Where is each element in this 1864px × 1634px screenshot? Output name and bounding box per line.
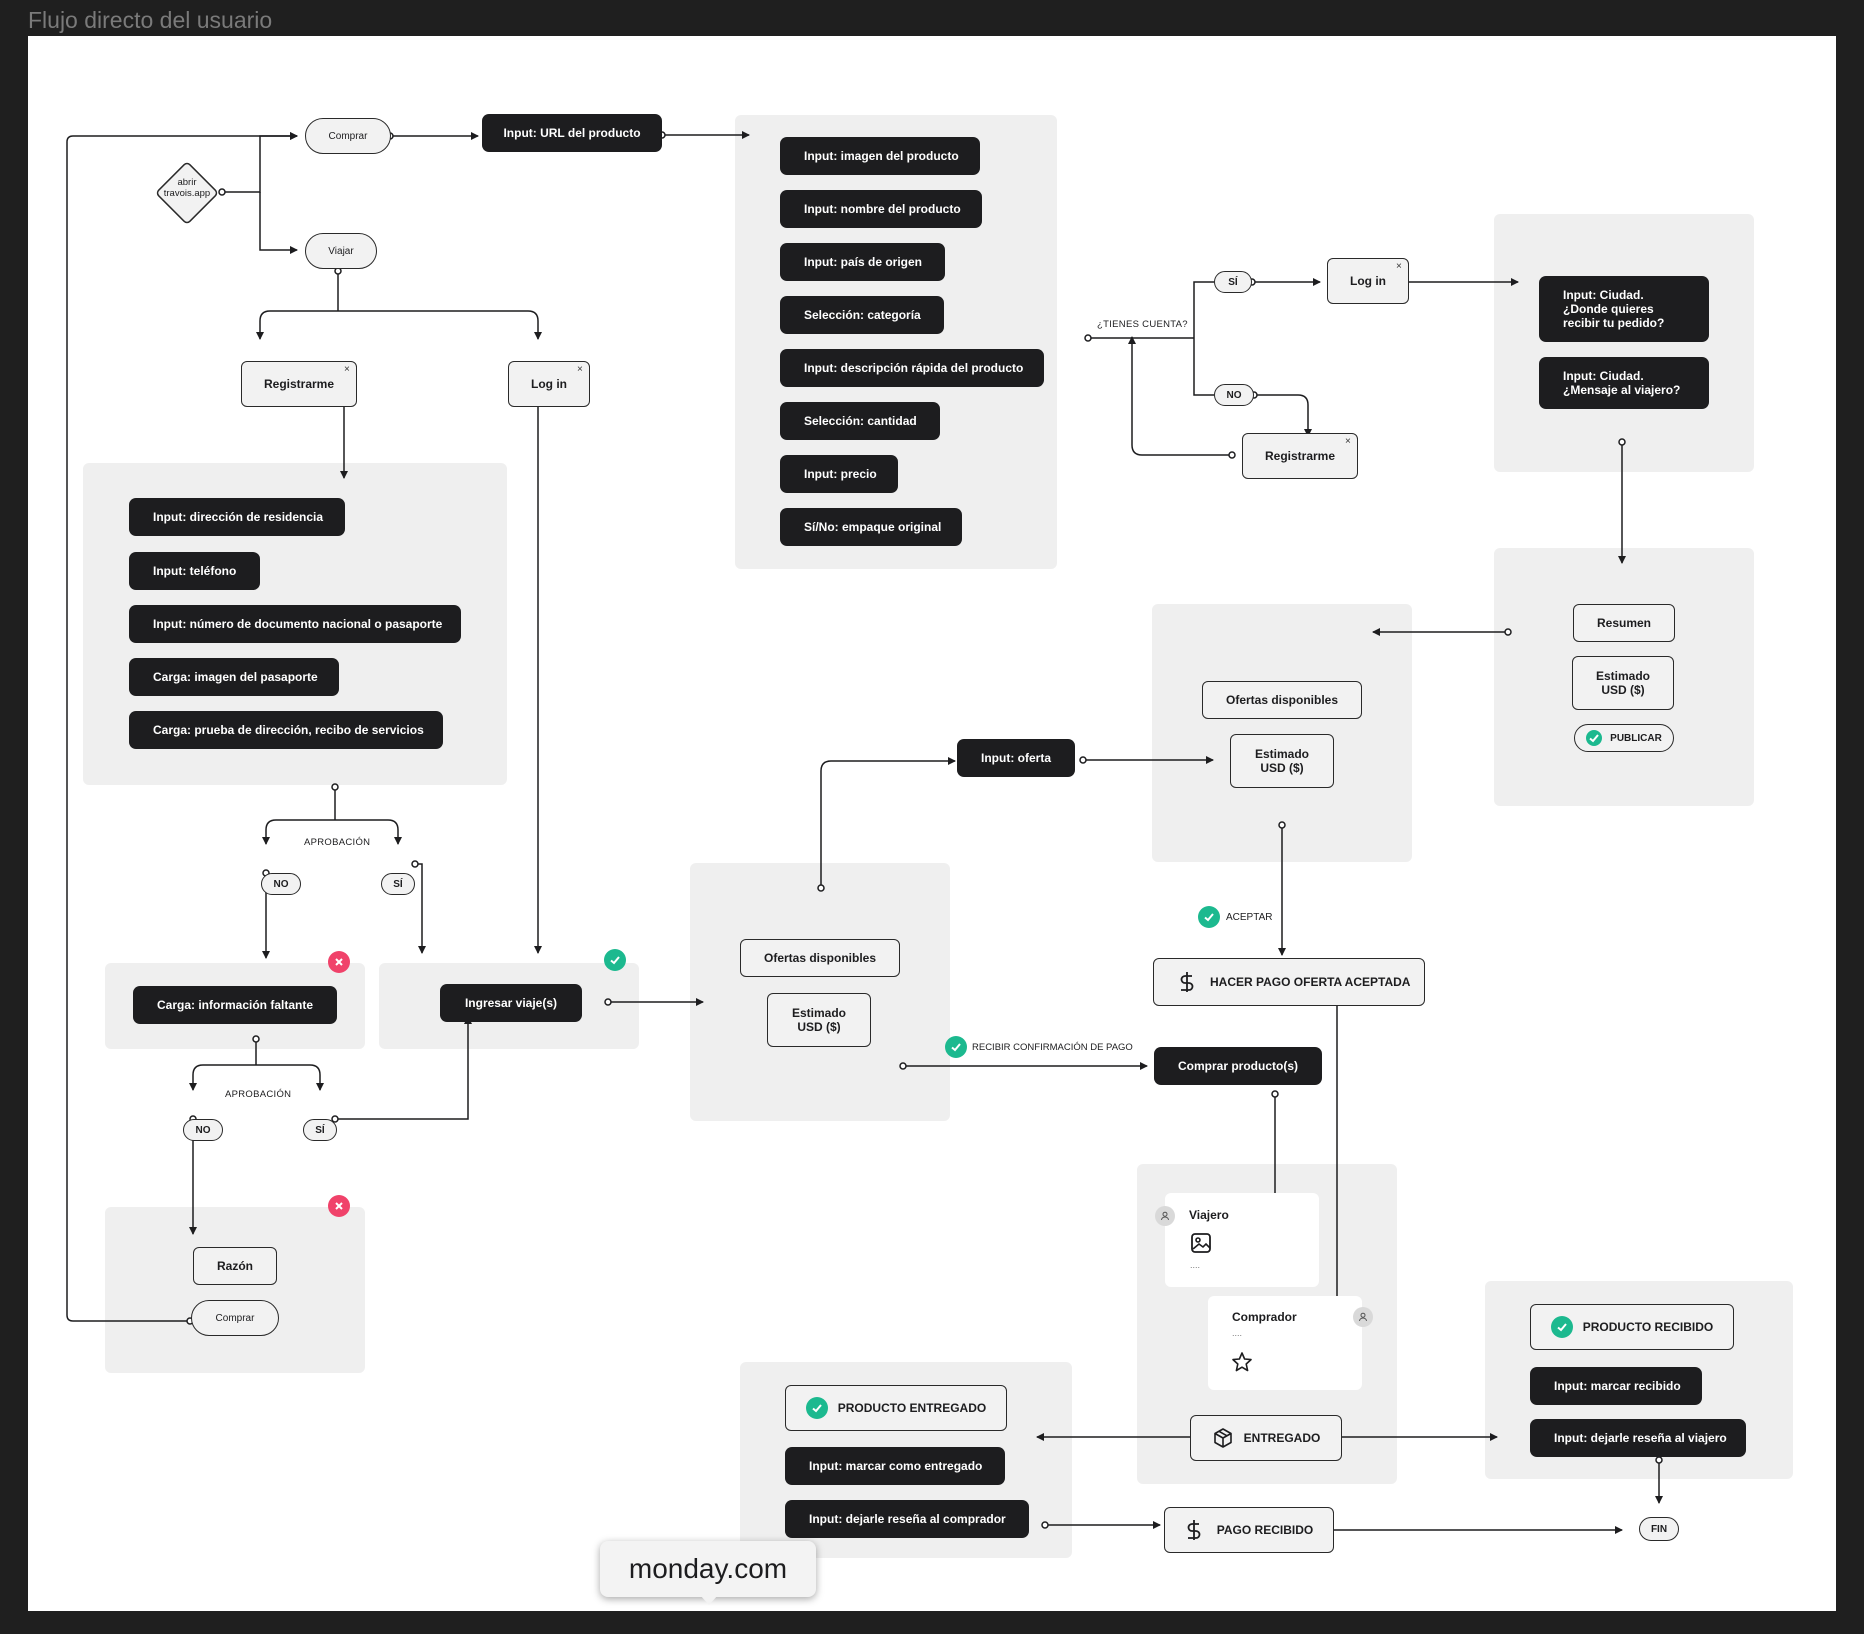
traveler-input-document[interactable]: Input: número de documento nacional o pa… [129, 605, 461, 643]
razon-button[interactable]: Razón [193, 1247, 277, 1285]
publicar-button[interactable]: PUBLICAR [1574, 724, 1674, 752]
no-pill-approval-2[interactable]: NO [183, 1119, 223, 1141]
traveler-input-phone[interactable]: Input: teléfono [129, 552, 260, 590]
login-button-traveler[interactable]: Log in [508, 361, 590, 407]
recibir-confirmacion-label: RECIBIR CONFIRMACIÓN DE PAGO [945, 1036, 1133, 1058]
producto-entregado-badge: PRODUCTO ENTREGADO [785, 1385, 1007, 1431]
fin-pill[interactable]: FIN [1639, 1517, 1679, 1541]
resumen-button[interactable]: Resumen [1573, 604, 1675, 642]
carga-faltante-node[interactable]: Carga: información faltante [133, 986, 337, 1024]
reject-icon [328, 951, 350, 973]
producto-entregado-label: PRODUCTO ENTREGADO [837, 1401, 987, 1415]
no-pill-approval[interactable]: NO [261, 873, 301, 895]
check-icon [604, 949, 626, 971]
traveler-upload-proof[interactable]: Carga: prueba de dirección, recibo de se… [129, 711, 443, 749]
registrarme-button-buyer[interactable]: Registrarme [1242, 433, 1358, 479]
group-razon [105, 1207, 365, 1373]
aprobacion-label: APROBACIÓN [304, 837, 371, 848]
close-icon[interactable]: × [577, 364, 583, 375]
reject-icon [328, 1195, 350, 1217]
close-icon[interactable]: × [1345, 436, 1351, 447]
product-input-description[interactable]: Input: descripción rápida del producto [780, 349, 1044, 387]
producto-recibido-label: PRODUCTO RECIBIDO [1582, 1320, 1714, 1334]
product-input-price[interactable]: Input: precio [780, 455, 898, 493]
page-title: Flujo directo del usuario [28, 7, 273, 33]
si-pill-approval-2[interactable]: SÍ [303, 1119, 337, 1141]
product-input-image[interactable]: Input: imagen del producto [780, 137, 980, 175]
si-pill-account[interactable]: SÍ [1214, 271, 1252, 293]
comprador-label: Comprador [1232, 1310, 1297, 1324]
pago-recibido-button[interactable]: PAGO RECIBIDO [1164, 1507, 1334, 1553]
viajero-dots: .... [1190, 1260, 1201, 1270]
comprador-card [1208, 1296, 1362, 1390]
viajero-label: Viajero [1189, 1208, 1229, 1222]
login-button-buyer[interactable]: Log in [1327, 258, 1409, 304]
ofertas-disponibles-left[interactable]: Ofertas disponibles [740, 939, 900, 977]
ciudad-mensaje-input[interactable]: Input: Ciudad.¿Mensaje al viajero? [1539, 357, 1709, 409]
marcar-recibido-input[interactable]: Input: marcar recibido [1530, 1367, 1702, 1405]
image-icon [1191, 1233, 1211, 1253]
close-icon[interactable]: × [1396, 261, 1402, 272]
input-oferta-node[interactable]: Input: oferta [957, 739, 1075, 777]
traveler-input-address[interactable]: Input: dirección de residencia [129, 498, 345, 536]
comprar-pill[interactable]: Comprar [305, 118, 391, 154]
comprar-pill-bottom[interactable]: Comprar [191, 1300, 279, 1336]
entregado-button[interactable]: ENTREGADO [1190, 1415, 1342, 1461]
product-select-category[interactable]: Selección: categoría [780, 296, 944, 334]
url-input-node[interactable]: Input: URL del producto [482, 114, 662, 152]
hacer-pago-button[interactable]: HACER PAGO OFERTA ACEPTADA [1153, 958, 1425, 1006]
viajar-pill[interactable]: Viajar [305, 233, 377, 269]
resena-comprador-input[interactable]: Input: dejarle reseña al comprador [785, 1500, 1029, 1538]
entregado-label: ENTREGADO [1243, 1431, 1321, 1445]
check-icon [805, 1397, 828, 1419]
resena-viajero-input[interactable]: Input: dejarle reseña al viajero [1530, 1419, 1746, 1457]
product-yesno-packaging[interactable]: Sí/No: empaque original [780, 508, 962, 546]
group-ofertas-left [690, 863, 950, 1121]
check-icon [1198, 906, 1220, 928]
package-icon [1213, 1428, 1232, 1448]
product-input-country[interactable]: Input: país de origen [780, 243, 945, 281]
comprador-dots: .... [1232, 1328, 1243, 1338]
group-product-inputs [735, 115, 1057, 569]
user-icon [1155, 1206, 1175, 1226]
aceptar-label: ACEPTAR [1198, 906, 1273, 928]
check-icon [1586, 730, 1603, 746]
ofertas-disponibles-right[interactable]: Ofertas disponibles [1202, 681, 1362, 719]
star-icon [1232, 1352, 1252, 1372]
producto-recibido-badge: PRODUCTO RECIBIDO [1530, 1304, 1734, 1350]
pago-recibido-label: PAGO RECIBIDO [1216, 1523, 1314, 1537]
tooltip-arrow [700, 1595, 718, 1605]
user-icon [1353, 1307, 1373, 1327]
monday-tooltip[interactable]: monday.com [600, 1541, 816, 1597]
start-diamond[interactable] [148, 154, 226, 232]
dollar-icon [1180, 972, 1194, 992]
marcar-entregado-input[interactable]: Input: marcar como entregado [785, 1447, 1005, 1485]
check-icon [1550, 1316, 1573, 1338]
product-select-quantity[interactable]: Selección: cantidad [780, 402, 940, 440]
traveler-upload-passport[interactable]: Carga: imagen del pasaporte [129, 658, 339, 696]
group-ofertas-right [1152, 604, 1412, 862]
check-icon [945, 1036, 967, 1058]
product-input-name[interactable]: Input: nombre del producto [780, 190, 982, 228]
viajero-card [1165, 1193, 1319, 1287]
si-pill-approval[interactable]: SÍ [381, 873, 415, 895]
close-icon[interactable]: × [344, 364, 350, 375]
publicar-label: PUBLICAR [1610, 732, 1662, 744]
group-ciudad [1494, 214, 1754, 472]
registrarme-button-traveler[interactable]: Registrarme [241, 361, 357, 407]
ingresar-viaje-node[interactable]: Ingresar viaje(s) [440, 984, 582, 1022]
tienes-cuenta-label: ¿TIENES CUENTA? [1097, 319, 1188, 330]
no-pill-account[interactable]: NO [1214, 384, 1254, 406]
comprar-productos-node[interactable]: Comprar producto(s) [1154, 1047, 1322, 1085]
hacer-pago-label: HACER PAGO OFERTA ACEPTADA [1210, 975, 1411, 989]
aprobacion-label: APROBACIÓN [225, 1089, 292, 1100]
dollar-icon [1187, 1520, 1201, 1540]
